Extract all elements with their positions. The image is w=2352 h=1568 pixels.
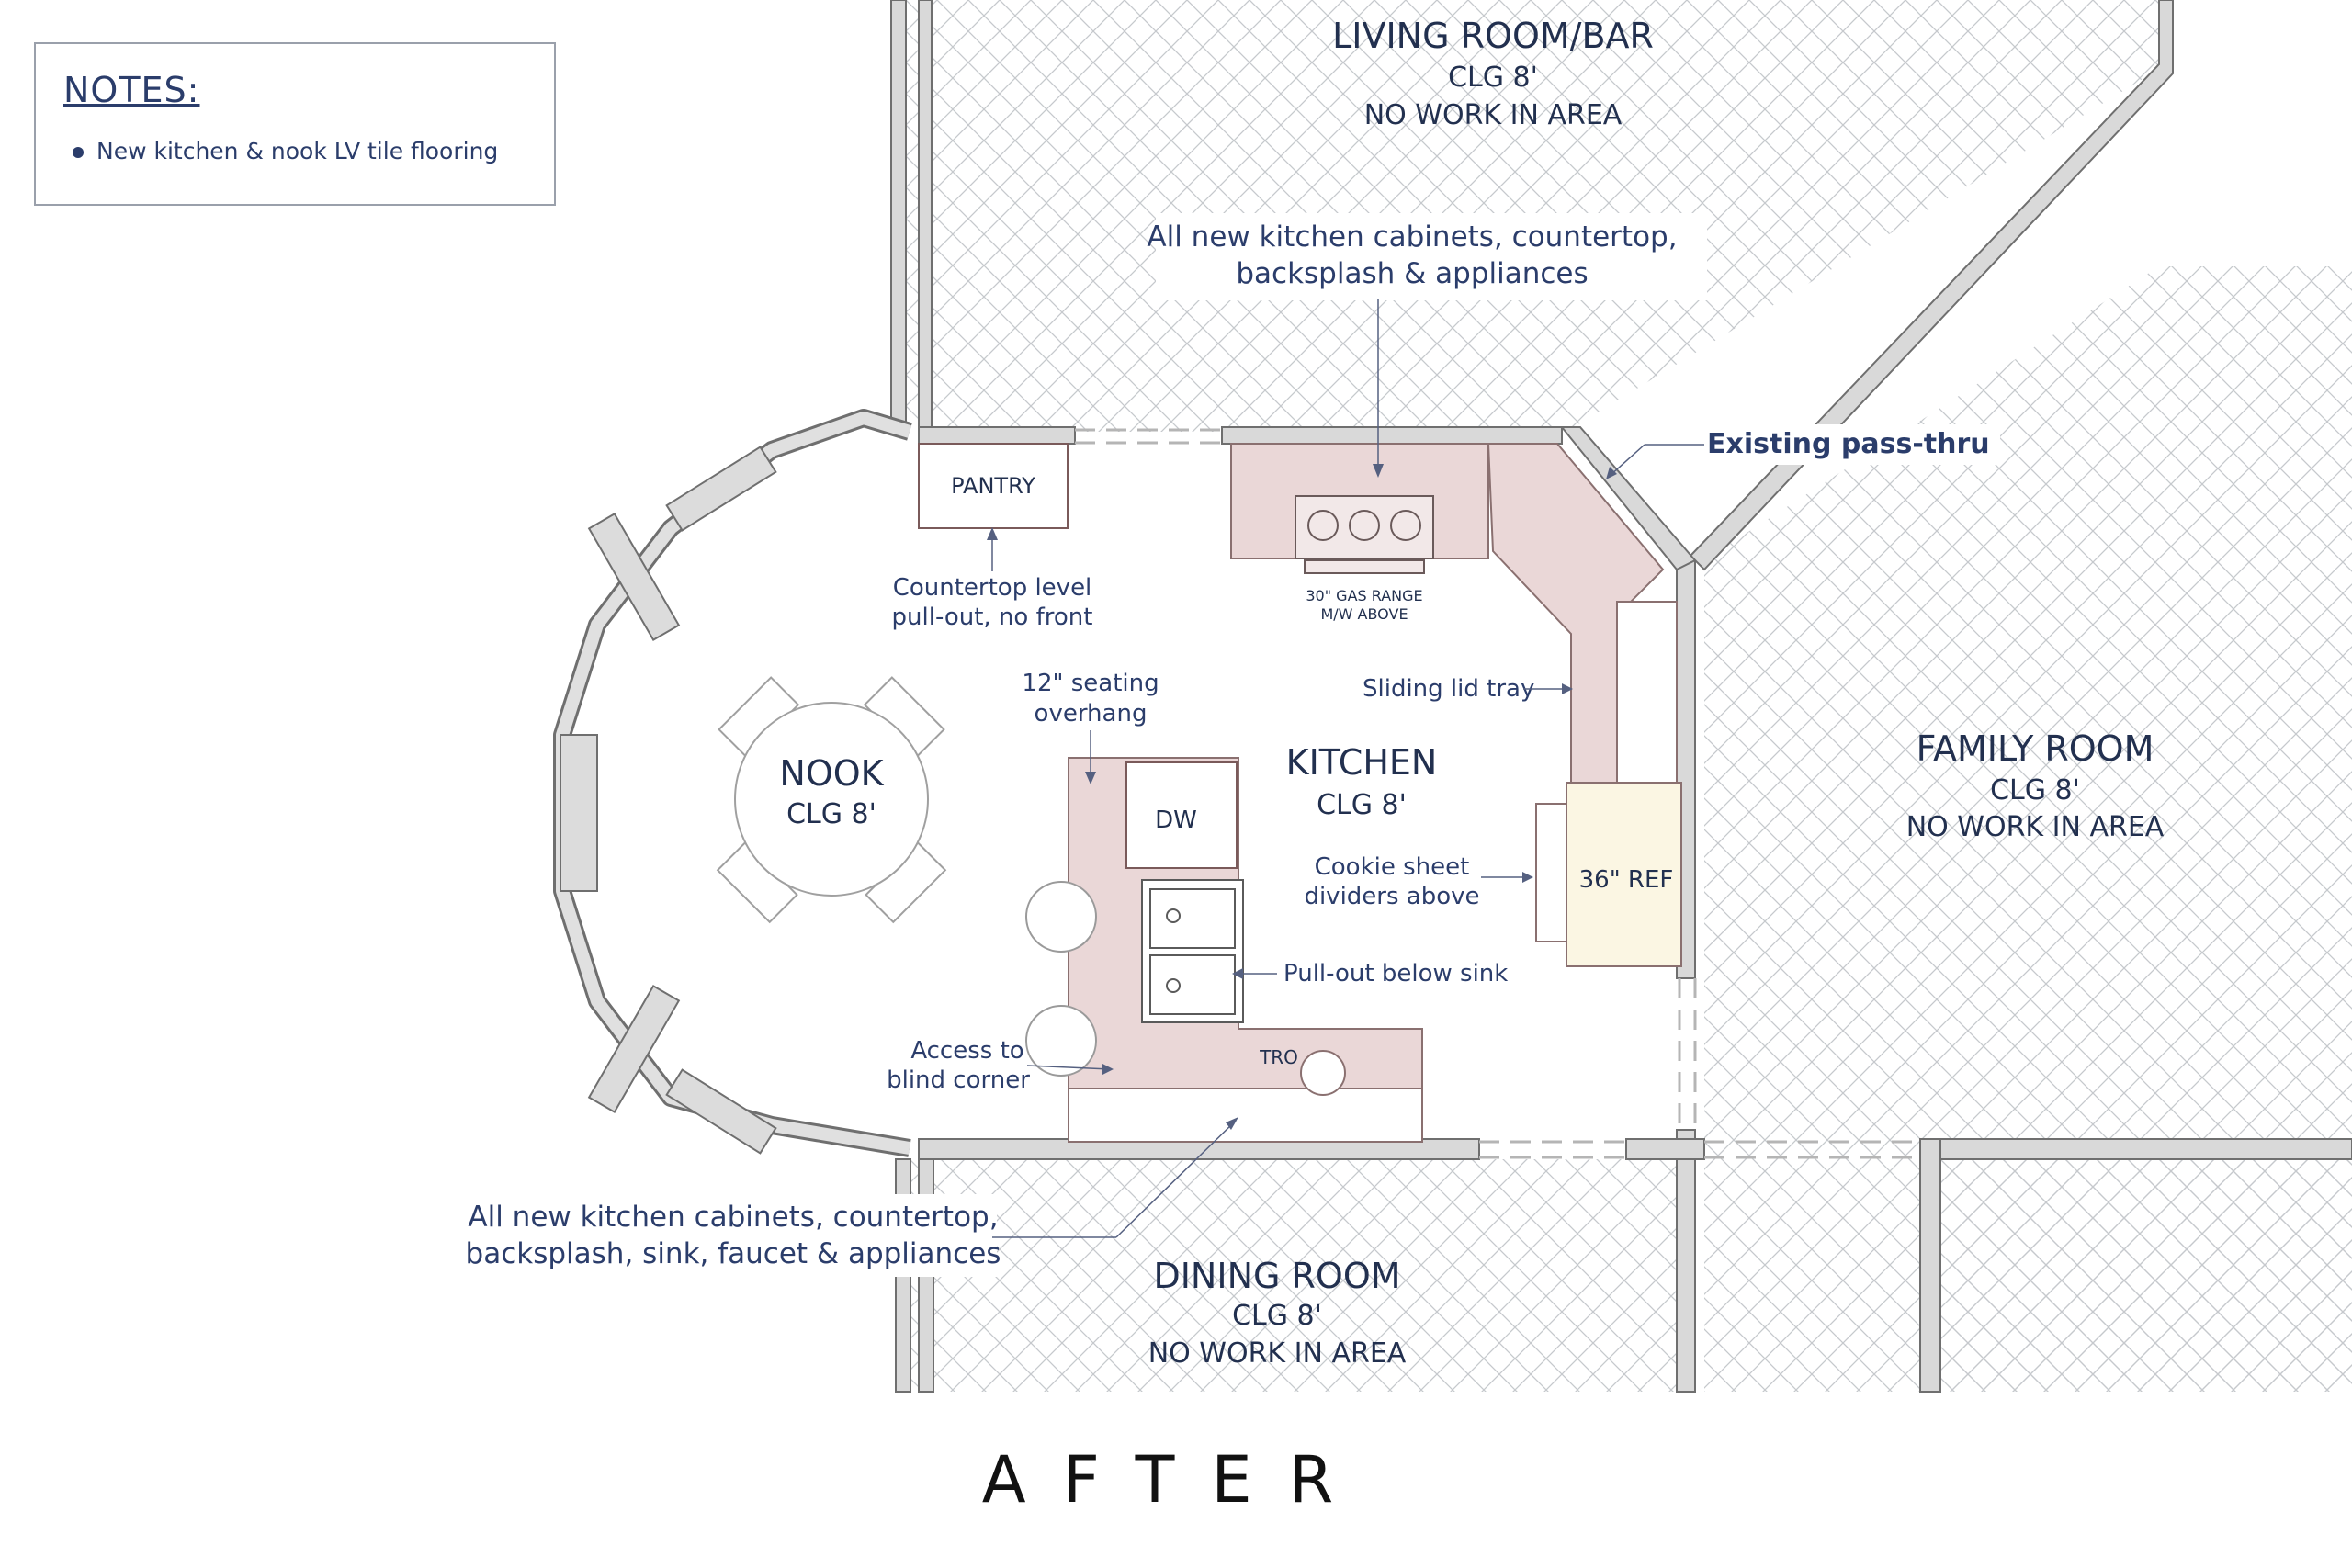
- svg-text:blind corner: blind corner: [887, 1066, 1030, 1094]
- svg-text:All new kitchen cabinets, coun: All new kitchen cabinets, countertop,: [1147, 220, 1677, 254]
- svg-text:NO WORK IN AREA: NO WORK IN AREA: [1148, 1337, 1407, 1370]
- callout-blind-corner: Access to blind corner: [887, 1037, 1114, 1094]
- nook-label: NOOK CLG 8': [779, 753, 884, 830]
- range-label-2: M/W ABOVE: [1320, 605, 1408, 623]
- svg-text:Existing pass-thru: Existing pass-thru: [1707, 428, 1990, 460]
- svg-text:DINING ROOM: DINING ROOM: [1153, 1256, 1400, 1296]
- range-label-1: 30" GAS RANGE: [1306, 587, 1422, 604]
- bar-stools: [1025, 881, 1097, 1077]
- pantry-label: PANTRY: [951, 473, 1035, 499]
- svg-text:CLG 8': CLG 8': [1448, 62, 1538, 94]
- nook-bay-window: [553, 409, 912, 1157]
- walls: [890, 0, 2352, 1393]
- svg-text:Countertop level: Countertop level: [893, 574, 1092, 602]
- svg-text:All new kitchen cabinets, coun: All new kitchen cabinets, countertop,: [468, 1201, 998, 1234]
- svg-text:CLG 8': CLG 8': [1990, 774, 2080, 807]
- dishwasher: [1125, 761, 1238, 869]
- dining-room-hatch: [928, 1159, 1690, 1392]
- svg-text:backsplash, sink, faucet & app: backsplash, sink, faucet & appliances: [466, 1237, 1001, 1270]
- right-bottom-hatch: [1948, 1159, 2352, 1392]
- notes-box: NOTES: New kitchen & nook LV tile floori…: [34, 42, 556, 206]
- svg-text:12" seating: 12" seating: [1022, 670, 1159, 697]
- caption-after: AFTER: [981, 1442, 1371, 1517]
- callout-cookie-sheet: Cookie sheet dividers above: [1304, 853, 1533, 910]
- callout-bottom-cabinets: All new kitchen cabinets, countertop, ba…: [464, 1117, 1238, 1277]
- sink: [1141, 879, 1244, 1023]
- tro-label: TRO: [1259, 1046, 1298, 1068]
- svg-text:Sliding lid tray: Sliding lid tray: [1363, 675, 1534, 703]
- callout-seating: 12" seating overhang: [1022, 670, 1159, 784]
- svg-text:NOOK: NOOK: [779, 753, 884, 794]
- svg-text:LIVING ROOM/BAR: LIVING ROOM/BAR: [1332, 16, 1654, 56]
- callout-sliding-lid: Sliding lid tray: [1363, 675, 1573, 703]
- refrigerator-door: [1535, 803, 1567, 942]
- svg-text:CLG 8': CLG 8': [1232, 1300, 1322, 1332]
- refrigerator: [1566, 782, 1682, 967]
- pantry-cabinet: [918, 443, 1069, 529]
- right-counter-section: [1616, 601, 1678, 786]
- family-room-label: FAMILY ROOM CLG 8' NO WORK IN AREA: [1906, 728, 2165, 843]
- callout-top-cabinets: All new kitchen cabinets, countertop, ba…: [1147, 213, 1707, 478]
- svg-text:Cookie sheet: Cookie sheet: [1315, 853, 1470, 881]
- svg-text:pull-out, no front: pull-out, no front: [892, 604, 1093, 631]
- bullet-icon: [73, 147, 84, 158]
- svg-text:Access to: Access to: [910, 1037, 1023, 1065]
- living-room-label: LIVING ROOM/BAR CLG 8' NO WORK IN AREA: [1332, 16, 1654, 131]
- svg-text:backsplash & appliances: backsplash & appliances: [1236, 257, 1588, 290]
- kitchen-label: KITCHEN CLG 8': [1286, 742, 1438, 821]
- dishwasher-label: DW: [1155, 807, 1197, 834]
- range: [1295, 495, 1434, 574]
- svg-text:dividers above: dividers above: [1304, 883, 1479, 910]
- living-strip-hatch: [905, 0, 919, 423]
- svg-text:overhang: overhang: [1035, 700, 1148, 728]
- dining-room-label: DINING ROOM CLG 8' NO WORK IN AREA: [1148, 1256, 1407, 1370]
- svg-text:NO WORK IN AREA: NO WORK IN AREA: [1364, 99, 1623, 131]
- kitchen-counters-top: [1230, 443, 1665, 786]
- nook-table: [716, 676, 947, 924]
- svg-text:CLG 8': CLG 8': [1317, 789, 1407, 821]
- refrigerator-label: 36" REF: [1579, 866, 1674, 894]
- svg-text:FAMILY ROOM: FAMILY ROOM: [1917, 728, 2154, 769]
- openings: [1075, 428, 1920, 1159]
- notes-item: New kitchen & nook LV tile flooring: [73, 138, 498, 164]
- family-room-hatch: [1704, 266, 2352, 1392]
- svg-text:CLG 8': CLG 8': [786, 798, 876, 830]
- callout-pantry: Countertop level pull-out, no front: [892, 527, 1093, 631]
- callout-pullout-sink: Pull-out below sink: [1232, 960, 1508, 987]
- notes-title: NOTES:: [63, 70, 200, 110]
- trash-bin: [1300, 1050, 1346, 1096]
- svg-text:KITCHEN: KITCHEN: [1286, 742, 1438, 783]
- callout-pass-thru: Existing pass-thru: [1606, 424, 2000, 479]
- svg-text:NO WORK IN AREA: NO WORK IN AREA: [1906, 811, 2165, 843]
- notes-item-text: New kitchen & nook LV tile flooring: [96, 138, 499, 164]
- svg-text:Pull-out below sink: Pull-out below sink: [1283, 960, 1508, 987]
